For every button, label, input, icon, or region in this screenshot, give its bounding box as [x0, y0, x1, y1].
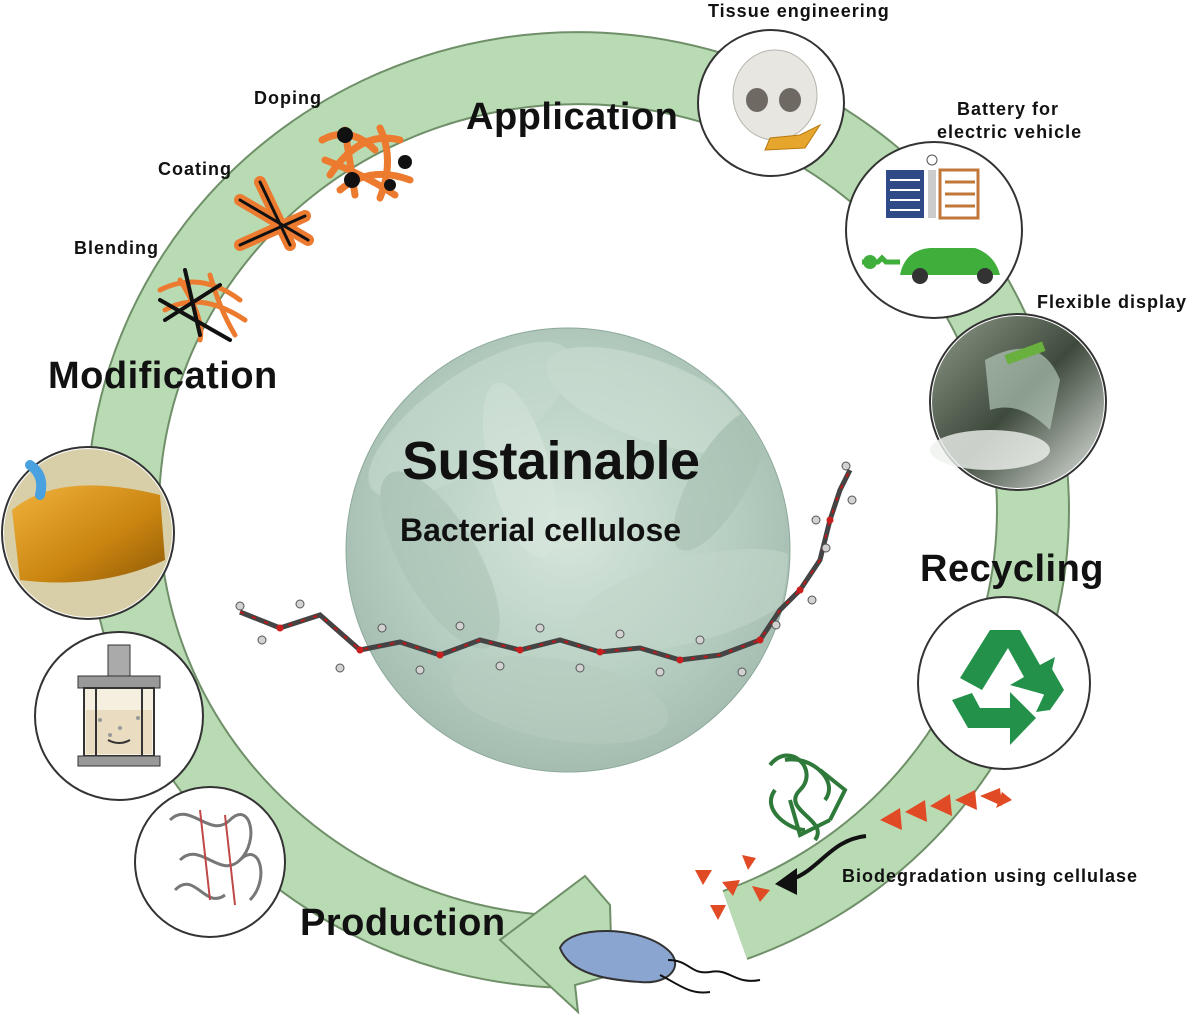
battery-label-line2: electric vehicle	[937, 122, 1083, 142]
doping-label: Doping	[254, 88, 322, 108]
degradation-arrow	[775, 834, 867, 895]
tissue-engineering-label: Tissue engineering	[708, 1, 890, 21]
protein-structure-image	[134, 786, 286, 938]
cellulose-pellicle-image	[1, 446, 175, 620]
flexible-display-icon	[930, 316, 1104, 488]
bioreactor-icon	[77, 644, 161, 767]
bioreactor-image	[34, 631, 204, 801]
battery-car-icon	[862, 154, 1000, 284]
battery-electric-vehicle-image	[845, 141, 1023, 319]
center-title: Sustainable	[402, 431, 700, 491]
stage-label-application: Application	[466, 96, 679, 138]
battery-label-line1: Battery for	[957, 99, 1060, 119]
tissue-engineering-image	[697, 29, 845, 177]
coating-label: Coating	[158, 159, 232, 179]
recycling-image	[917, 596, 1091, 770]
cycle-arrowhead	[498, 874, 614, 1015]
blending-label: Blending	[74, 238, 159, 258]
center-subtitle: Bacterial cellulose	[400, 512, 682, 548]
bacterium-icon	[558, 930, 761, 994]
doping-fibers	[318, 124, 414, 202]
blending-fibers	[157, 268, 248, 343]
cellulose-fragment-chain	[880, 788, 1012, 830]
flexible-display-label: Flexible display	[1037, 292, 1188, 312]
stage-label-modification: Modification	[48, 355, 278, 397]
cellulose-chain-icon	[235, 461, 857, 677]
flexible-display-image	[929, 313, 1107, 491]
enzyme-icon	[768, 753, 848, 842]
stage-label-recycling: Recycling	[920, 548, 1105, 590]
protein-structure-icon	[168, 809, 263, 906]
coating-fibers	[234, 176, 314, 251]
skull-icon	[732, 49, 822, 151]
degraded-fragments	[695, 855, 770, 920]
biodegradation-label: Biodegradation using cellulase	[842, 866, 1139, 886]
cellulose-pellicle-icon	[4, 449, 172, 617]
stage-label-production: Production	[300, 902, 506, 944]
recycle-icon	[952, 630, 1064, 745]
